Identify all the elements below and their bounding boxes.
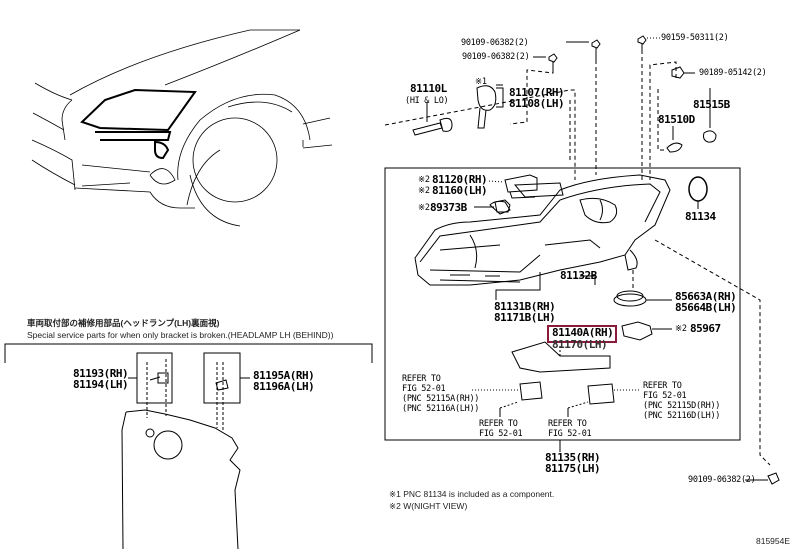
part-label-81193[interactable]: 81193(RH)	[73, 367, 129, 380]
part-label-90109-06382-bottom[interactable]: 90109-06382(2)	[688, 475, 756, 485]
note-mark-2-81160: ※2	[418, 186, 430, 196]
module-81120	[504, 174, 538, 199]
part-label-90109-06382-top[interactable]: 90109-06382(2)	[461, 38, 529, 48]
part-label-81131B[interactable]: 81131B(RH)	[494, 300, 556, 313]
part-label-81140A[interactable]: 81140A(RH)	[552, 326, 614, 339]
refer-right-pnc-lh: (PNC 52116D(LH))	[643, 411, 721, 421]
part-label-85967[interactable]: 85967	[690, 322, 721, 335]
headlamp-assembly-group-box	[384, 167, 741, 441]
inset-part-box-81195A	[203, 352, 241, 404]
refer-left-fig-link[interactable]: FIG 52-01	[402, 384, 446, 394]
part-85663A	[613, 270, 672, 307]
footnote-2: ※2 W(NIGHT VIEW)	[389, 501, 468, 511]
refer-mid1-fig-link[interactable]: FIG 52-01	[479, 429, 523, 439]
inset-title-en: Special service parts for when only brac…	[27, 330, 334, 340]
part-label-81160[interactable]: 81160(LH)	[432, 184, 488, 197]
car-front-illustration	[31, 29, 333, 227]
part-note-hi-lo: (HI & LO)	[405, 96, 449, 106]
seal-ring-81134	[688, 176, 708, 202]
note-mark-2-81120: ※2	[418, 175, 430, 185]
part-label-81108[interactable]: 81108(LH)	[509, 97, 565, 110]
part-label-81107[interactable]: 81107(RH)	[509, 86, 565, 99]
part-label-81134[interactable]: 81134	[685, 210, 716, 223]
part-label-81110L[interactable]: 81110L	[410, 82, 447, 95]
refer-left-pnc-rh: (PNC 52115A(RH))	[402, 394, 480, 404]
bracket-52115A	[472, 381, 543, 417]
part-label-89373B[interactable]: 89373B	[430, 201, 467, 214]
refer-mid1-line1: REFER TO	[479, 419, 518, 429]
nut-90189	[649, 61, 695, 180]
footnote-1: ※1 PNC 81134 is included as a component.	[389, 489, 555, 499]
part-label-90109-06382-mid[interactable]: 90109-06382(2)	[462, 52, 530, 62]
part-label-85663A[interactable]: 85663A(RH)	[675, 290, 737, 303]
screw-90109-bottom	[767, 472, 780, 485]
socket-81107	[476, 85, 504, 129]
part-label-90189-05142[interactable]: 90189-05142(2)	[699, 68, 767, 78]
part-label-81515B[interactable]: 81515B	[693, 98, 730, 111]
screw-90109-top2	[509, 53, 558, 125]
illustration-id: 815954E	[756, 536, 791, 546]
inset-brackets	[146, 359, 229, 431]
cap-81510D	[657, 88, 683, 153]
screw-90109-top1	[566, 39, 601, 175]
screw-90159	[637, 35, 660, 180]
part-label-81196A[interactable]: 81196A(LH)	[253, 380, 315, 393]
inset-title-jp: 車両取付部の補修用部品(ヘッドランプ(LH)裏面視)	[27, 318, 220, 328]
part-label-81510D[interactable]: 81510D	[658, 113, 695, 126]
refer-left-line1: REFER TO	[402, 374, 441, 384]
sensor-89373B	[494, 199, 511, 213]
part-label-81175[interactable]: 81175(LH)	[545, 462, 601, 475]
refer-right-line1: REFER TO	[643, 381, 682, 391]
refer-left-pnc-lh: (PNC 52116A(LH))	[402, 404, 480, 414]
note-mark-2-85967: ※2	[675, 324, 687, 334]
inset-part-box-81193	[136, 352, 173, 404]
part-label-81195A[interactable]: 81195A(RH)	[253, 369, 315, 382]
part-85967	[621, 321, 672, 341]
bracket-81140A	[511, 341, 611, 373]
bulb-81110L	[412, 102, 453, 136]
refer-right-fig-link[interactable]: FIG 52-01	[643, 391, 687, 401]
highlight-box-81140A	[547, 325, 617, 343]
refer-mid2-line1: REFER TO	[548, 419, 587, 429]
part-label-81194[interactable]: 81194(LH)	[73, 378, 129, 391]
part-label-81171B[interactable]: 81171B(LH)	[494, 311, 556, 324]
note-mark-1: ※1	[475, 77, 487, 87]
part-label-81135[interactable]: 81135(RH)	[545, 451, 601, 464]
part-label-90159-50311[interactable]: 90159-50311(2)	[661, 33, 729, 43]
part-label-81120[interactable]: 81120(RH)	[432, 173, 488, 186]
inset-box	[4, 343, 373, 363]
note-mark-2-89373B: ※2	[418, 203, 430, 213]
grommet-81515B	[703, 88, 717, 143]
bracket-52115D	[567, 383, 640, 417]
part-label-81170[interactable]: 81170(LH)	[552, 338, 608, 351]
headlamp-on-car	[80, 88, 197, 160]
part-label-85664B[interactable]: 85664B(LH)	[675, 301, 737, 314]
refer-mid2-fig-link[interactable]: FIG 52-01	[548, 429, 592, 439]
part-label-81132B[interactable]: 81132B	[560, 269, 597, 282]
refer-right-pnc-rh: (PNC 52115D(RH))	[643, 401, 721, 411]
inset-headlamp-back	[121, 409, 241, 549]
